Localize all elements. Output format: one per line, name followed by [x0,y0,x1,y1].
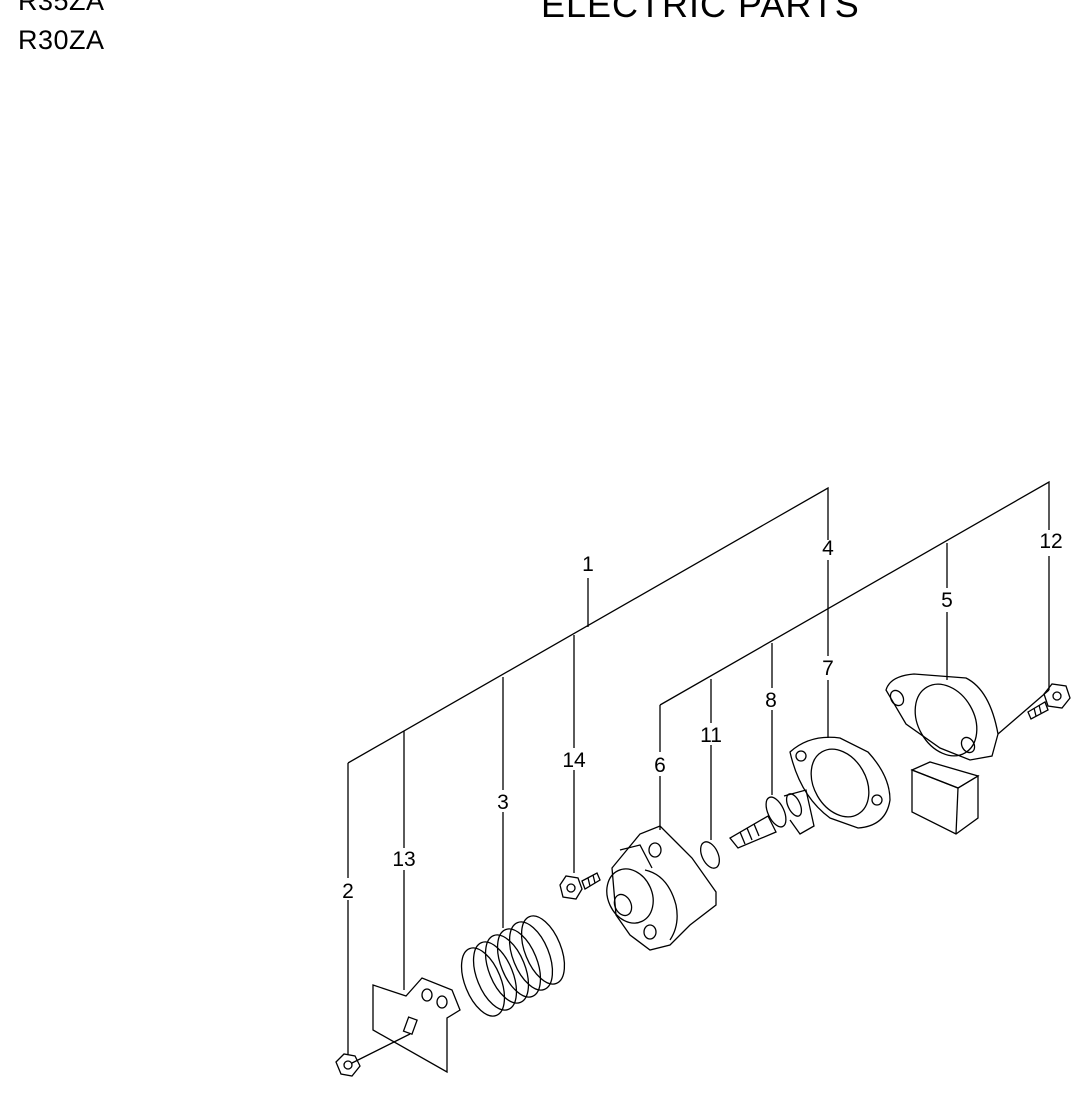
callout-1: 1 [582,553,594,576]
callout-8: 8 [765,689,777,712]
callout-6: 6 [654,754,666,777]
bolt-part-12 [1027,683,1071,720]
bracket-part-13 [372,977,461,1074]
callout-3: 3 [497,791,509,814]
callout-11: 11 [700,724,722,747]
callout-4: 4 [822,537,834,560]
callout-7: 7 [822,657,834,680]
spring-part-3 [460,915,566,1017]
model-code-r35za: R35ZA [18,0,105,16]
nut-part-2 [335,1053,361,1077]
sensor-part-5 [885,673,999,835]
model-code-r30za: R30ZA [18,25,105,55]
o-ring-part-11 [699,841,721,869]
pointer-lines [347,680,1050,1064]
gasket-part-7 [789,736,891,829]
callout-5: 5 [941,589,953,612]
callout-14: 14 [562,749,586,772]
callout-12: 12 [1039,530,1062,553]
callout-2: 2 [342,880,354,903]
leader-lines [347,480,1050,878]
bolt-part-14 [559,872,601,900]
housing-part-6 [606,825,717,951]
shaft-part-8 [729,789,815,849]
page-title: ELECTRIC PARTS [541,0,860,25]
callout-13: 13 [392,848,415,871]
